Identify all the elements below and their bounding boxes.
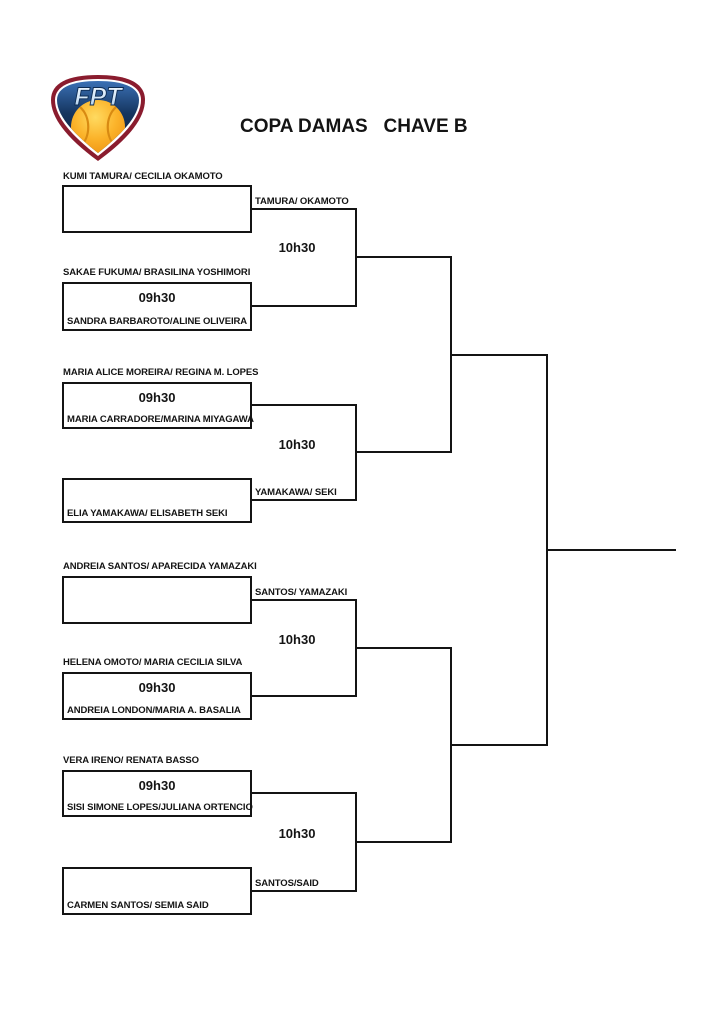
team-label: VERA IRENO/ RENATA BASSO [63,755,199,766]
round-time-label: 10h30 [278,632,316,647]
match-box: 09h30 SISI SIMONE LOPES/JULIANA ORTENCIO [62,770,253,817]
round-time-label: 10h30 [278,437,316,452]
winner-label: TAMURA/ OKAMOTO [255,196,349,207]
match-box: ELIA YAMAKAWA/ ELISABETH SEKI [62,478,252,523]
team-name-in-box: ANDREIA LONDON/MARIA A. BASALIA [67,705,241,716]
team-label: MARIA ALICE MOREIRA/ REGINA M. LOPES [63,367,259,378]
match-start-time: 09h30 [138,778,176,793]
bracket-hline [355,451,452,453]
team-name-in-box: MARIA CARRADORE/MARINA MIYAGAWA [67,414,254,425]
team-name-in-box: SANDRA BARBAROTO/ALINE OLIVEIRA [67,316,248,327]
match-start-time: 09h30 [138,390,176,405]
bracket-hline [355,647,452,649]
bracket-hline [252,208,357,210]
page-title: COPA DAMAS CHAVE B [240,116,468,137]
bracket-hline [355,256,452,258]
bracket-hline [252,599,357,601]
match-box: CARMEN SANTOS/ SEMIA SAID [62,867,252,915]
round-time-label: 10h30 [278,826,316,841]
bracket-hline [252,305,357,307]
match-box: 09h30 ANDREIA LONDON/MARIA A. BASALIA [62,672,252,720]
bracket-hline [355,841,452,843]
team-name-in-box: ELIA YAMAKAWA/ ELISABETH SEKI [67,508,228,519]
winner-label: SANTOS/SAID [255,878,319,889]
bracket-hline [252,792,357,794]
fpt-logo: FPT [51,75,145,161]
match-box [62,576,252,624]
winner-label: YAMAKAWA/ SEKI [255,487,337,498]
match-box: 09h30 MARIA CARRADORE/MARINA MIYAGAWA [62,382,254,429]
winner-label: SANTOS/ YAMAZAKI [255,587,348,598]
team-label: HELENA OMOTO/ MARIA CECILIA SILVA [63,657,243,668]
match-start-time: 09h30 [138,290,176,305]
team-label: ANDREIA SANTOS/ APARECIDA YAMAZAKI [63,561,257,572]
logo-fpt-text: FPT [74,83,124,111]
final-winner-line [546,549,676,551]
bracket-hline [252,890,357,892]
match-box [62,185,252,233]
team-name-in-box: SISI SIMONE LOPES/JULIANA ORTENCIO [67,802,253,813]
team-label: KUMI TAMURA/ CECILIA OKAMOTO [63,171,223,182]
bracket-hline [252,499,357,501]
team-name-in-box: CARMEN SANTOS/ SEMIA SAID [67,900,209,911]
match-box: 09h30 SANDRA BARBAROTO/ALINE OLIVEIRA [62,282,252,331]
bracket-hline [450,744,548,746]
round-time-label: 10h30 [278,240,316,255]
match-start-time: 09h30 [138,680,176,695]
bracket-hline [450,354,548,356]
team-label: SAKAE FUKUMA/ BRASILINA YOSHIMORI [63,267,251,278]
bracket-hline [252,695,357,697]
bracket-hline [252,404,357,406]
